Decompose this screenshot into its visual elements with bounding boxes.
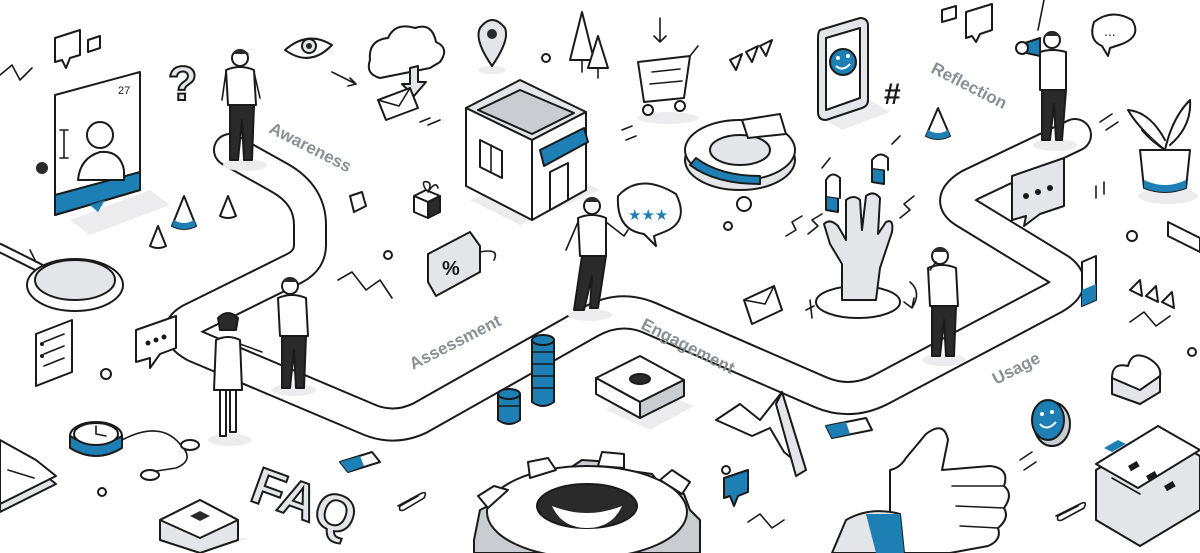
zigzag-decor [337,271,393,299]
envelope-icon [377,87,419,121]
dot-icon [723,221,733,231]
thumbs-up-icon [831,427,1010,553]
cone-icon [925,107,951,140]
profile-card-icon: 27 [54,71,170,235]
arrow-triangles-icon [1129,279,1175,309]
tree-icon [569,11,609,79]
person-woman-icon [208,312,263,446]
cloud-icon [367,25,446,97]
zigzag-decor [747,513,785,529]
zigzag-decor [0,64,33,81]
dot-icon [736,196,752,212]
dot-icon [100,368,112,380]
banknote-icon [595,355,694,430]
button-cube-icon [159,499,250,553]
rating-stars: ★★★ [628,207,668,224]
zigzag-chart-icon [715,391,807,477]
envelope-icon [743,285,783,325]
tick-marks-decor [419,117,441,126]
ribbon-icon [349,191,367,213]
chat-dots: ... [1104,23,1116,39]
chat-bubble-icon: ... [1091,13,1137,57]
dot-icon [541,53,551,63]
paperclip-icon [397,491,427,512]
store-icon [465,79,600,225]
person-pointing-icon [565,197,629,321]
shopping-cart-icon [637,17,699,124]
cone-icon [149,195,237,249]
discount-tag-icon: % [427,231,497,297]
tick-marks-decor [1019,451,1037,471]
chat-bubble-icon [941,3,993,43]
gift-icon [413,180,441,219]
journey-road [164,118,1092,442]
person-walking-icon [221,49,267,171]
gear-icon [473,451,701,553]
chat-bubble-icon [1011,157,1065,227]
dot-icon [97,487,107,497]
zigzag-decor [785,215,803,237]
stage-label-usage: Usage [989,348,1043,388]
paperclip-icon [1055,501,1087,522]
hashtag-icon: # [884,78,901,111]
arrow-triangles-icon [729,39,773,71]
percent-sign: % [442,258,460,280]
rating-bubble-icon: ★★★ [616,182,682,247]
checklist-icon [35,319,73,387]
map-pin-icon [477,19,508,74]
dot-icon [721,465,731,475]
smiley-coin-icon [1031,399,1071,447]
stage-label-reflection: Reflection [928,59,1010,113]
person-thinking-icon [922,247,966,366]
chat-bubble-icon [135,315,177,369]
coin-stack-icon [497,334,555,425]
dot-icon [1187,347,1197,357]
arrow-icon [331,71,357,87]
chat-bubble-icon [54,29,101,69]
zigzag-decor [1129,311,1171,327]
dot-icon [36,162,48,174]
bar-icon [1167,221,1200,253]
tick-marks-decor [1095,181,1105,199]
magnet-hand-icon [807,135,915,319]
clock-icon [69,421,200,481]
heart-icon [1111,354,1162,405]
document-stack-icon [0,439,57,513]
tick-marks-decor [621,125,637,141]
dot-icon [1126,230,1138,242]
chat-bubble-icon [723,469,749,507]
plant-icon [1127,99,1198,204]
question-mark-icon: ? [168,58,197,111]
tick-marks-decor [805,299,815,319]
rotate-arrow-icon [903,281,918,309]
eye-icon [284,37,333,59]
person-megaphone-icon [1015,0,1077,151]
donut-chart-icon [684,113,796,191]
magnifier-icon [0,243,124,312]
dot-icon [383,250,393,260]
profile-number: 27 [118,85,130,97]
task-card-icon [1095,425,1200,547]
smartphone-smiley-icon [817,17,890,130]
person-standing-icon [272,277,316,396]
tick-marks-decor [1099,113,1119,131]
